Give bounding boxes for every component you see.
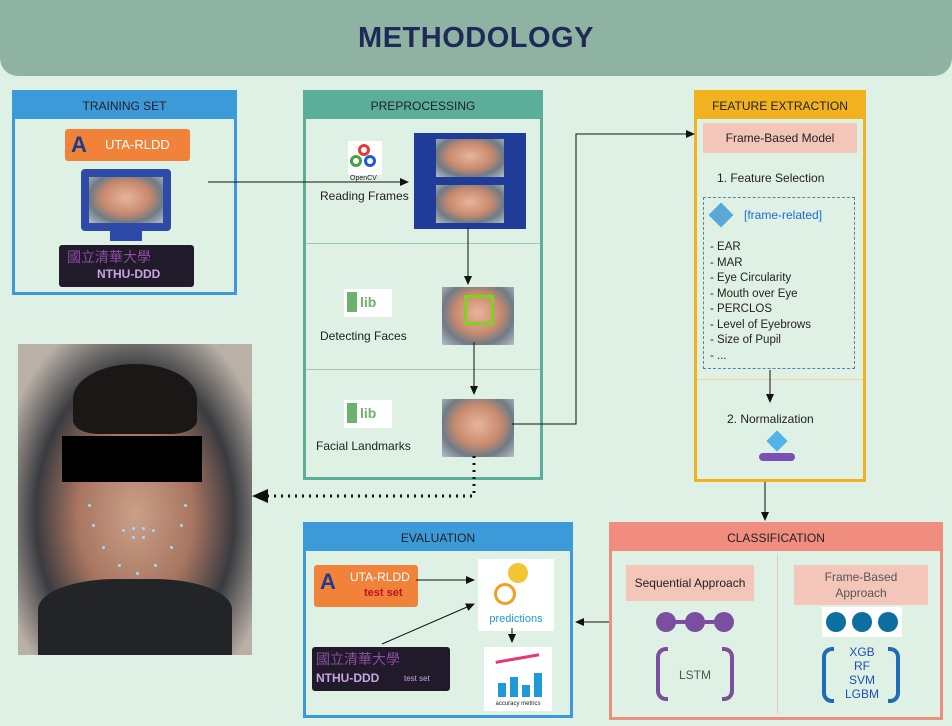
frame-based-model-banner: Frame-Based Model (703, 123, 857, 153)
model-item: RF (854, 659, 870, 673)
network-icon (494, 583, 516, 605)
header-bar (0, 0, 952, 76)
preprocessing-divider-2 (306, 369, 540, 370)
nthu-test-sub-label: test set (404, 674, 430, 683)
nthu-ddd-logo: 國立清華大學 NTHU-DDD (59, 245, 194, 287)
feature-item: - EAR (710, 241, 741, 253)
feature-selection-label: 1. Feature Selection (717, 171, 825, 185)
lstm-label: LSTM (678, 668, 711, 682)
predictions-label: predictions (489, 613, 543, 625)
lightbulb-icon (508, 563, 528, 583)
detected-face-image (442, 287, 514, 345)
bar-chart-icon (494, 673, 542, 697)
subject-face-photo (18, 344, 252, 655)
evaluation-panel: EVALUATION A UTA-RLDD test set 國立清華大學 NT… (303, 522, 573, 718)
training-set-panel: TRAINING SET A UTA-RLDD 國立清華大學 NTHU-DDD (12, 90, 237, 295)
model-item: LGBM (844, 687, 879, 701)
opencv-label: OpenCV (350, 175, 377, 182)
sequence-nodes-icon (656, 612, 734, 632)
frame-related-tag: [frame-related] (744, 208, 823, 222)
uta-rldd-label: UTA-RLDD (105, 137, 170, 152)
dlib-label-2: lib (360, 405, 377, 421)
normalization-label: 2. Normalization (727, 412, 814, 426)
feature-item: - ... (710, 349, 727, 362)
uta-test-sub-label: test set (364, 587, 403, 599)
monitor-stand-icon (110, 231, 142, 241)
frame-based-approach-line2: Approach (835, 586, 887, 600)
dotted-arrow-head (252, 489, 268, 503)
detecting-faces-label: Detecting Faces (320, 329, 407, 343)
feature-item: - Eye Circularity (710, 272, 792, 284)
arrow-nthu-test-to-predictions (381, 603, 475, 645)
feature-item: - MAR (710, 256, 743, 269)
film-strip-icon (414, 133, 526, 229)
preprocessing-panel: PREPROCESSING OpenCV Reading Frames lib … (303, 90, 543, 480)
frame-based-approach-banner: Frame-Based Approach (794, 565, 928, 605)
nthu-test-label: NTHU-DDD (316, 671, 380, 685)
feature-list-box: [frame-related] - EAR - MAR - Eye Circul… (703, 197, 855, 369)
sequential-approach-banner: Sequential Approach (626, 565, 754, 601)
lstm-brace-left (656, 647, 668, 701)
feature-item: - PERCLOS (710, 303, 772, 315)
nthu-ddd-label: NTHU-DDD (97, 267, 161, 281)
nthu-test-chinese-text: 國立清華大學 (316, 651, 400, 667)
classification-title: CLASSIFICATION (612, 525, 940, 551)
eye-censor-bar (62, 436, 202, 482)
page-title: METHODOLOGY (358, 22, 594, 54)
metrics-card: accuracy metrics (484, 647, 552, 711)
evaluation-title: EVALUATION (306, 525, 570, 551)
film-frame-1 (436, 139, 504, 177)
face-detection-box (464, 295, 494, 325)
dlib-logo-icon-1: lib (344, 289, 392, 317)
uta-rldd-test-logo: A UTA-RLDD test set (314, 565, 418, 607)
dotted-arrow-to-face-photo (262, 456, 476, 498)
facial-landmarks-label: Facial Landmarks (316, 439, 411, 453)
monitor-icon (81, 169, 171, 231)
feature-item: - Level of Eyebrows (710, 318, 811, 331)
frame-based-approach-line1: Frame-Based (824, 570, 898, 584)
model-item: SVM (848, 673, 875, 687)
shirt-region (38, 579, 232, 655)
training-set-title: TRAINING SET (15, 93, 234, 119)
uta-rldd-logo: A UTA-RLDD (65, 129, 190, 161)
classification-panel: CLASSIFICATION Sequential Approach LSTM … (609, 522, 943, 720)
preprocessing-title: PREPROCESSING (306, 93, 540, 119)
monitor-video-frame (89, 177, 163, 223)
arrow-landmarks-to-feature (512, 130, 695, 425)
dlib-label-1: lib (360, 294, 377, 310)
accuracy-metrics-label: accuracy metrics (495, 701, 541, 707)
uta-test-label: UTA-RLDD (350, 570, 410, 584)
model-list: XGB RF SVM LGBM (834, 645, 890, 701)
feature-extraction-title: FEATURE EXTRACTION (697, 93, 863, 119)
independent-nodes-icon (822, 607, 902, 637)
lstm-brace-right (722, 647, 734, 701)
feature-item: - Mouth over Eye (710, 287, 798, 300)
sequential-approach-label: Sequential Approach (634, 576, 746, 590)
model-item: XGB (849, 645, 875, 659)
feature-items: - EAR - MAR - Eye Circularity - Mouth ov… (710, 240, 811, 364)
uta-a-icon: A (71, 132, 87, 157)
models-brace-left (822, 647, 834, 703)
landmark-points (88, 494, 188, 575)
classification-divider (777, 555, 778, 713)
hair-region (73, 364, 197, 434)
uta-test-a-icon: A (320, 569, 336, 594)
predictions-card: predictions (478, 559, 554, 631)
landmarks-face-image (442, 399, 514, 457)
feature-item: - Size of Pupil (710, 334, 781, 346)
models-brace-right (888, 647, 900, 703)
opencv-logo-icon (348, 141, 382, 175)
normalization-cubes-icon (759, 430, 795, 461)
film-frame-2 (436, 185, 504, 223)
reading-frames-label: Reading Frames (320, 189, 409, 203)
feature-extraction-panel: FEATURE EXTRACTION Frame-Based Model 1. … (694, 90, 866, 482)
preprocessing-divider-1 (306, 243, 540, 244)
nthu-ddd-test-logo: 國立清華大學 NTHU-DDD test set (312, 647, 450, 691)
frame-based-model-label: Frame-Based Model (725, 131, 835, 145)
feature-divider (697, 379, 863, 380)
nthu-chinese-text: 國立清華大學 (67, 249, 151, 265)
dlib-logo-icon-2: lib (344, 400, 392, 428)
